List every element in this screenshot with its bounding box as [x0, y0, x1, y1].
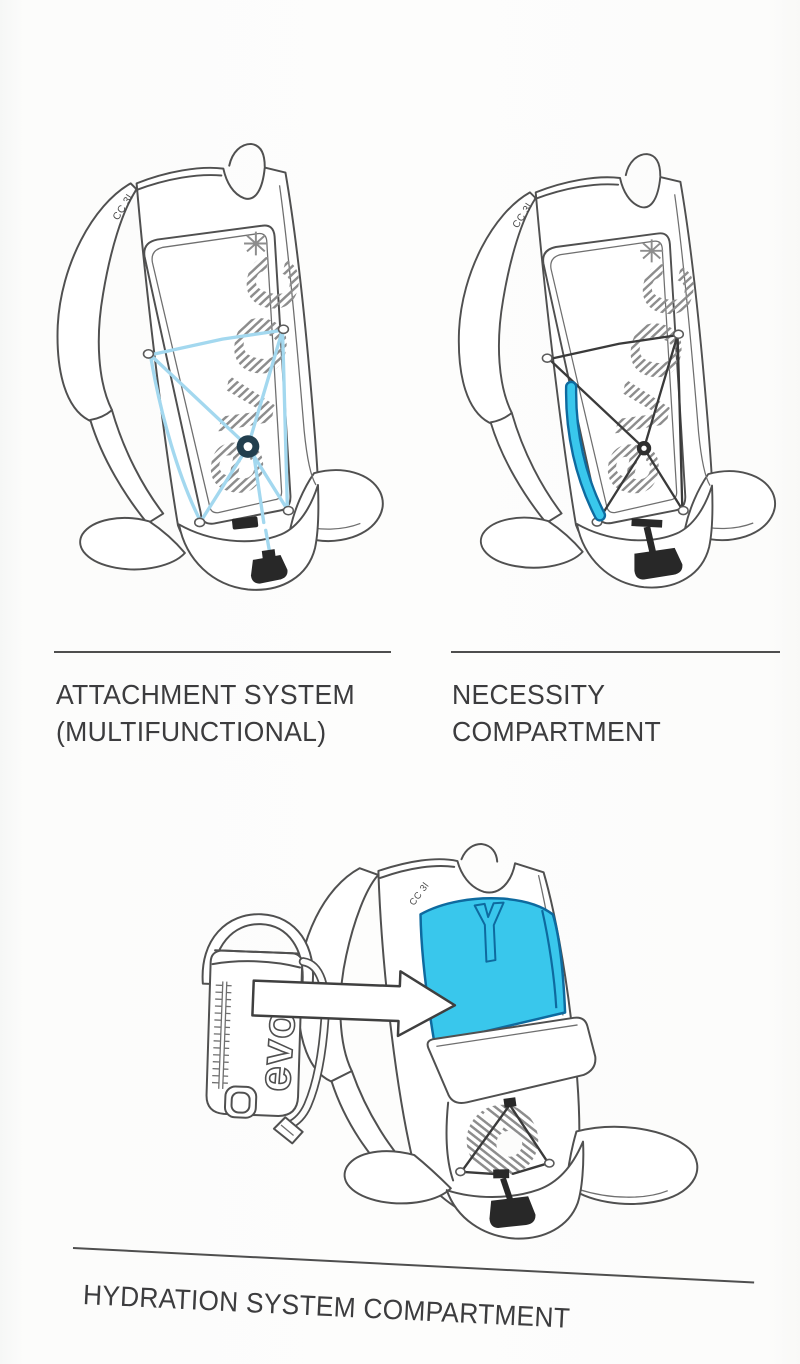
bladder-logo: evo	[248, 1008, 305, 1093]
divider-line	[54, 651, 391, 653]
logo-sparkle-icon	[244, 231, 268, 256]
divider-line	[72, 1247, 755, 1284]
compartment-handle	[473, 901, 505, 963]
strap-clip	[231, 516, 259, 530]
backpack-attachment-illustration: CC 3l evoc	[56, 142, 384, 591]
caption-hydration-compartment: HYDRATION SYSTEM COMPARTMENT	[82, 1276, 571, 1337]
caption-line: COMPARTMENT	[452, 716, 662, 747]
buckle	[250, 554, 288, 584]
insert-arrow-icon	[251, 970, 457, 1038]
strap-clip	[493, 1169, 510, 1179]
caption-line: (MULTIFUNCTIONAL)	[56, 716, 327, 747]
buckle	[634, 547, 683, 580]
backpack-outline: CC 3l	[457, 153, 776, 589]
bungee-web-dark	[455, 1097, 555, 1228]
caption-line: HYDRATION SYSTEM COMPARTMENT	[82, 1278, 571, 1334]
bottom-strap-hardware	[631, 518, 683, 580]
hydration-bladder-icon: evo	[201, 913, 330, 1145]
front-flap	[426, 1016, 597, 1182]
divider-line	[451, 651, 780, 653]
logo-sparkle-icon	[640, 239, 664, 263]
backpack-outline: CC 3l	[56, 142, 384, 591]
necessity-compartment-zipper	[564, 380, 607, 522]
bungee-attachment-web	[142, 324, 295, 584]
bungee-attachment-web-dark	[541, 329, 689, 527]
backpack-necessity-illustration: CC 3l evoc	[457, 153, 776, 589]
caption-line: ATTACHMENT SYSTEM	[56, 679, 355, 710]
caption-attachment-system: ATTACHMENT SYSTEM (MULTIFUNCTIONAL)	[56, 676, 355, 750]
buckle	[489, 1196, 536, 1228]
hydration-system-illustration: CC 3l	[201, 843, 699, 1240]
strap-clip	[631, 518, 663, 528]
hydration-compartment-highlight	[419, 897, 567, 1045]
caption-necessity-compartment: NECESSITY COMPARTMENT	[452, 676, 661, 750]
caption-line: NECESSITY	[452, 679, 606, 710]
